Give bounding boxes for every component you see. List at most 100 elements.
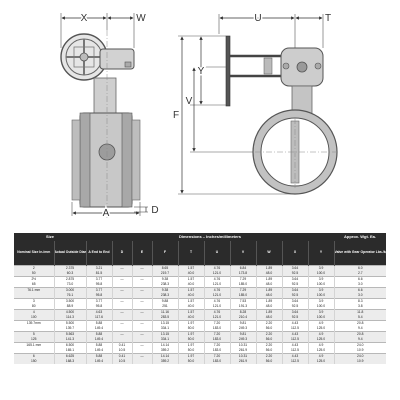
cell-w: 48.0 <box>255 271 283 277</box>
cell-e <box>131 271 153 277</box>
cell-nominal-size: 76.1 mm <box>14 287 54 293</box>
cell-outside-diameter: 168.3 <box>53 359 87 364</box>
cell-d <box>111 271 133 277</box>
cell-a: 95.8 <box>85 282 113 288</box>
cell-u: 4.76 <box>203 298 231 304</box>
cell-f: 14.14 <box>151 342 179 348</box>
cell-x: 92.5 <box>281 304 309 310</box>
cell-t: 1.97 <box>177 331 205 337</box>
cell-y: 4.9 <box>307 331 335 337</box>
cell-t: 50.0 <box>177 348 205 354</box>
dim-label-w: W <box>136 13 146 24</box>
cell-d: — <box>111 287 133 293</box>
cell-weight: 20.8 <box>333 331 387 337</box>
cell-f: 9.38 <box>151 276 179 282</box>
cell-v: 173.8 <box>229 271 257 277</box>
cell-outside-diameter: 139.7 <box>53 326 87 332</box>
col-header-a: A End to End <box>85 241 113 266</box>
cell-outside-diameter: 88.9 <box>53 304 87 310</box>
cell-x: 3.64 <box>281 276 309 282</box>
cell-t: 1.97 <box>177 320 205 326</box>
cell-y: 4.9 <box>307 353 335 359</box>
cell-x: 92.5 <box>281 282 309 288</box>
cell-nominal-size: 150 <box>14 359 54 364</box>
cell-a: 149.4 <box>85 348 113 354</box>
cell-outside-diameter: 5.500 <box>53 320 87 326</box>
cell-f: 238.3 <box>151 293 179 299</box>
cell-v: 249.3 <box>229 326 257 332</box>
cell-t: 1.57 <box>177 287 205 293</box>
cell-y: 3.9 <box>307 265 335 271</box>
cell-t: 1.57 <box>177 309 205 315</box>
cell-w: 56.0 <box>255 337 283 343</box>
cell-w: 48.0 <box>255 293 283 299</box>
cell-outside-diameter: 6.500 <box>53 342 87 348</box>
cell-d: — <box>111 276 133 282</box>
cell-outside-diameter: 2.375 <box>53 265 87 271</box>
cell-y: 4.9 <box>307 320 335 326</box>
cell-x: 92.5 <box>281 271 309 277</box>
cell-f: 359.2 <box>151 359 179 364</box>
cell-w: 2.20 <box>255 342 283 348</box>
dim-label-d: D <box>151 205 158 216</box>
cell-d: 0.41 <box>111 342 133 348</box>
cell-t: 40.0 <box>177 315 205 321</box>
col-header-x: X <box>281 241 309 266</box>
cell-e: — <box>131 353 153 359</box>
cell-v: 261.9 <box>229 359 257 364</box>
cell-a: 4.63 <box>85 309 113 315</box>
cell-v: 249.3 <box>229 337 257 343</box>
cell-weight: 9.4 <box>333 337 387 343</box>
cell-u: 4.76 <box>203 309 231 315</box>
cell-f: 8.65 <box>151 265 179 271</box>
cell-v: 185.0 <box>229 282 257 288</box>
cell-d <box>111 326 133 332</box>
col-header-f: F <box>151 241 179 266</box>
cell-weight: 24.0 <box>333 353 387 359</box>
cell-d <box>111 282 133 288</box>
cell-u: 7.20 <box>203 320 231 326</box>
cell-a: 149.4 <box>85 337 113 343</box>
cell-f: 9.38 <box>151 287 179 293</box>
cell-x: 3.64 <box>281 287 309 293</box>
cell-x: 112.5 <box>281 326 309 332</box>
cell-x: 3.64 <box>281 265 309 271</box>
col-header-outside-diameter: Actual Outside Diameter In./mm <box>53 241 87 266</box>
cell-x: 3.64 <box>281 298 309 304</box>
cell-t: 1.97 <box>177 342 205 348</box>
cell-d: — <box>111 309 133 315</box>
cell-v: 7.29 <box>229 276 257 282</box>
dimensions-table: Size Dimensions – Inches/millimeters App… <box>14 233 387 364</box>
cell-w: 1.89 <box>255 298 283 304</box>
col-header-w: W <box>255 241 283 266</box>
cell-y: 100.0 <box>307 304 335 310</box>
cell-weight: 10.9 <box>333 359 387 364</box>
cell-nominal-size: 165.1 mm <box>14 342 54 348</box>
cell-d <box>111 293 133 299</box>
cell-v: 210.4 <box>229 315 257 321</box>
cell-x: 4.43 <box>281 342 309 348</box>
cell-y: 100.0 <box>307 282 335 288</box>
cell-a: 81.5 <box>85 271 113 277</box>
cell-e: — <box>131 309 153 315</box>
cell-f: 14.14 <box>151 353 179 359</box>
cell-f: 11.16 <box>151 309 179 315</box>
cell-u: 183.0 <box>203 359 231 364</box>
col-header-nominal-size: Nominal Size In./mm <box>14 241 54 266</box>
dim-label-y: Y <box>198 66 205 77</box>
cell-nominal-size: 125 <box>14 337 54 343</box>
cell-d: — <box>111 265 133 271</box>
cell-weight: 24.0 <box>333 342 387 348</box>
cell-e <box>131 326 153 332</box>
cell-weight: 3.0 <box>333 282 387 288</box>
cell-u: 183.0 <box>203 337 231 343</box>
